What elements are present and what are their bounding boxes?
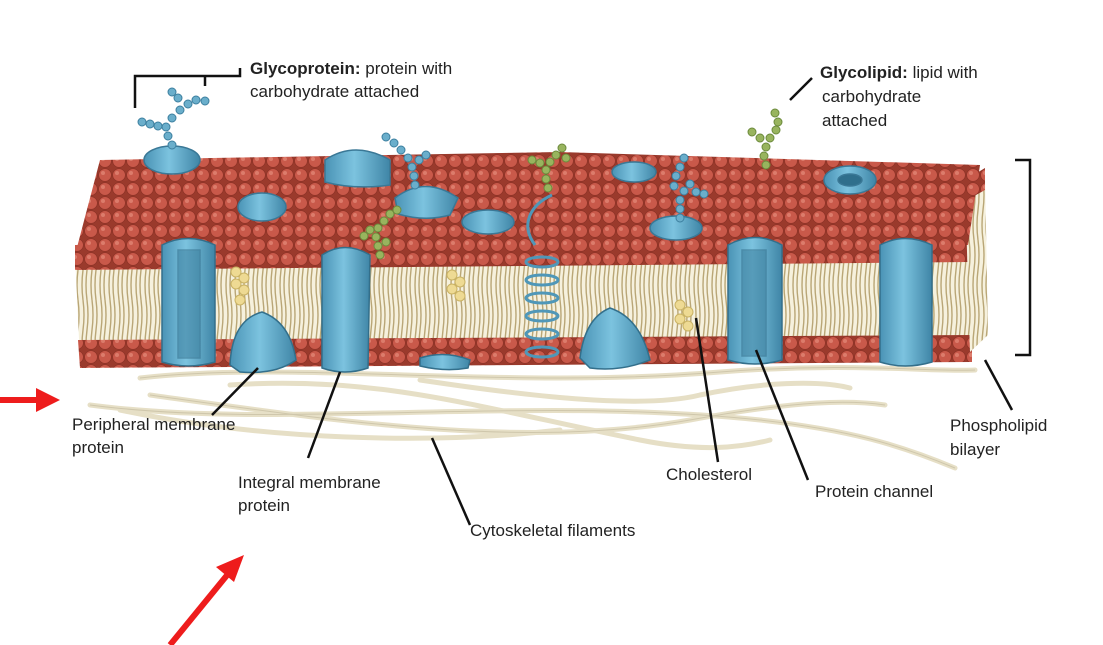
cholesterol-molecules (230, 266, 694, 332)
glycolipid-label-line3: attached (822, 111, 887, 130)
bilayer-bracket (1015, 158, 1032, 357)
diagram-labels: Glycoprotein: protein with carbohydrate … (72, 59, 1047, 540)
glycoprotein-label-line2: carbohydrate attached (250, 82, 419, 101)
peripheral-label: Peripheral membrane (72, 415, 235, 434)
bilayer-label: Phospholipid (950, 416, 1047, 435)
glycolipid-label: Glycolipid: lipid with (820, 63, 978, 82)
peripheral-label-line2: protein (72, 438, 124, 457)
bilayer-label-line2: bilayer (950, 440, 1000, 459)
glycolipid-chains (359, 108, 783, 260)
cytoskeletal-label: Cytoskeletal filaments (470, 521, 635, 540)
integral-leader (306, 371, 342, 459)
bottom-red-arrow (167, 572, 231, 645)
channel-label: Protein channel (815, 482, 933, 501)
integral-label: Integral membrane (238, 473, 381, 492)
left-red-arrow-head (36, 388, 60, 412)
helical-protein (524, 193, 560, 359)
peripheral-leader (211, 367, 259, 416)
bilayer-leader (983, 359, 1014, 411)
glycoprotein-chains (137, 87, 709, 223)
bottom-red-arrow-head (216, 555, 244, 582)
cholesterol-label: Cholesterol (666, 465, 752, 484)
annotation-arrows (0, 388, 244, 645)
cytoskeletal-leader (430, 437, 472, 526)
cholesterol-leader (694, 317, 720, 463)
integral-proteins (161, 236, 933, 373)
glycoprotein-label: Glycoprotein: protein with (250, 59, 452, 78)
peripheral-proteins (229, 307, 651, 374)
integral-label-line2: protein (238, 496, 290, 515)
surface-proteins (143, 145, 877, 241)
bilayer-top-surface (75, 152, 980, 255)
glycolipid-label-line2: carbohydrate (822, 87, 921, 106)
glycoprotein-bracket (133, 68, 242, 108)
glycolipid-leader (789, 77, 813, 101)
channel-leader (754, 349, 810, 481)
leader-lines (133, 68, 1032, 526)
